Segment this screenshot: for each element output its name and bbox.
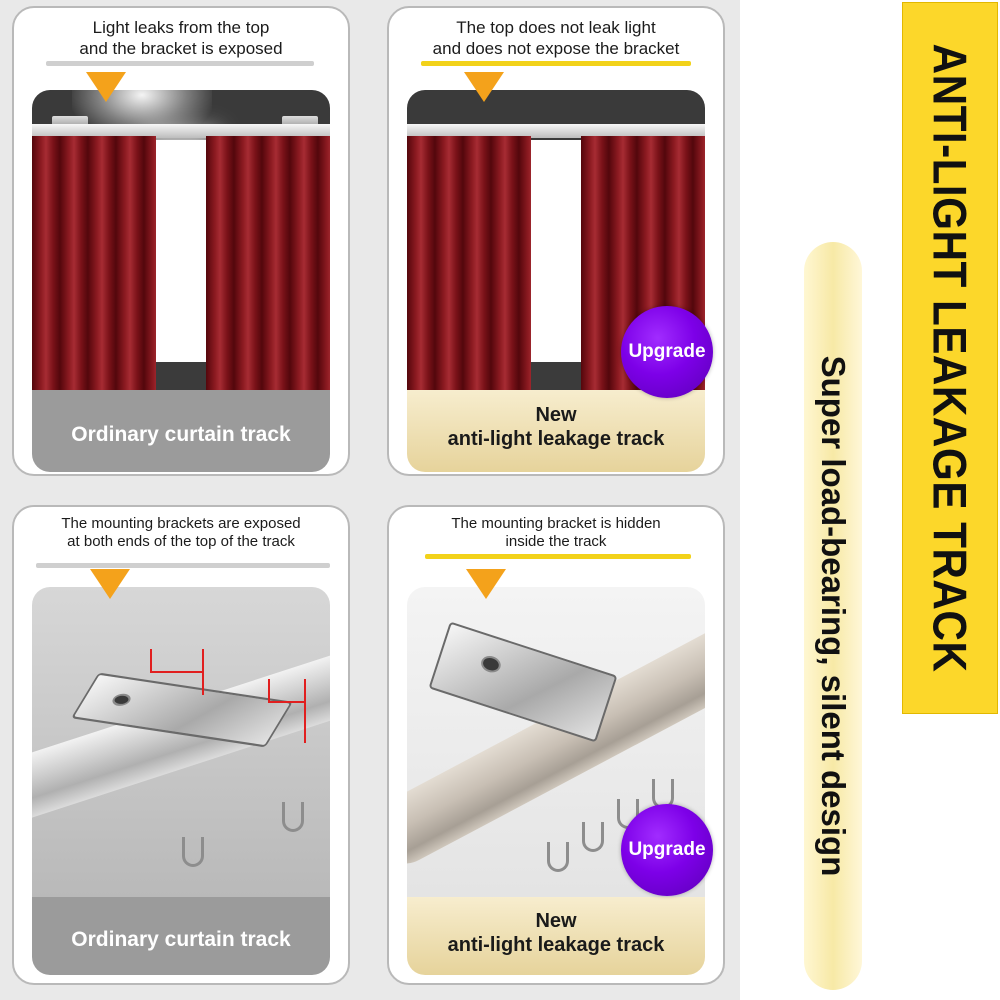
down-triangle-icon (86, 72, 126, 102)
bracket-hole (109, 692, 134, 708)
curtain-rail (407, 124, 705, 138)
headline-text: ANTI-LIGHT LEAKAGE TRACK (923, 43, 977, 673)
tagline-text: Super load-bearing, silent design (815, 355, 852, 877)
track-label-line-2: anti-light leakage track (447, 428, 665, 450)
track-label: Ordinary curtain track (71, 423, 291, 446)
curtain-left (32, 136, 156, 390)
caption-line-2: at both ends of the top of the track (67, 533, 295, 551)
caption-line-2: and does not expose the bracket (432, 38, 680, 58)
headline-banner (902, 2, 998, 714)
curtain-hook (282, 802, 304, 832)
down-triangle-icon (90, 569, 130, 599)
curtain-right (206, 136, 330, 390)
measure-mark (150, 649, 204, 673)
track-label-line-1: New (535, 910, 577, 932)
track-label-line-2: anti-light leakage track (447, 934, 665, 956)
caption-line-1: The top does not leak light (456, 18, 656, 37)
measure-mark (268, 679, 306, 703)
track-label: Ordinary curtain track (71, 928, 291, 951)
new-track-light-card: The top does not leak light and does not… (387, 6, 725, 476)
window-light (529, 140, 583, 362)
card-caption: The mounting bracket is hidden inside th… (389, 515, 723, 552)
caption-underline (425, 554, 691, 559)
card-caption: The top does not leak light and does not… (389, 18, 723, 59)
upgrade-badge-icon: Upgrade (621, 306, 713, 398)
curtain-hook (547, 842, 569, 872)
window-light (154, 140, 208, 362)
caption-line-1: The mounting bracket is hidden (451, 515, 661, 532)
bracket-closeup (32, 587, 330, 897)
caption-line-1: The mounting brackets are exposed (61, 515, 301, 532)
new-track-bracket-card: The mounting bracket is hidden inside th… (387, 505, 725, 985)
caption-line-2: and the bracket is exposed (79, 38, 283, 58)
curtain-hook (182, 837, 204, 867)
track-label-panel: New anti-light leakage track (407, 390, 705, 472)
card-caption: Light leaks from the top and the bracket… (14, 18, 348, 59)
tagline-banner (804, 242, 862, 990)
caption-underline (46, 61, 314, 66)
caption-line-1: Light leaks from the top (92, 18, 270, 37)
measure-line (202, 673, 204, 695)
track-label-panel: Ordinary curtain track (32, 897, 330, 975)
ordinary-track-light-card: Light leaks from the top and the bracket… (12, 6, 350, 476)
track-label-line-1: New (535, 404, 577, 426)
upgrade-badge-icon: Upgrade (621, 804, 713, 896)
curtain-hook (582, 822, 604, 852)
mounting-bracket (428, 621, 618, 743)
bracket-hole (478, 653, 503, 675)
measure-line (304, 703, 306, 743)
track-label-panel: Ordinary curtain track (32, 390, 330, 472)
curtain-rail (32, 124, 330, 138)
track-label-panel: New anti-light leakage track (407, 897, 705, 975)
curtain-left (407, 136, 531, 390)
caption-underline (421, 61, 691, 66)
curtain-illustration (32, 90, 330, 390)
card-caption: The mounting brackets are exposed at bot… (14, 515, 348, 552)
ordinary-track-bracket-card: The mounting brackets are exposed at bot… (12, 505, 350, 985)
caption-underline (36, 563, 330, 568)
down-triangle-icon (464, 72, 504, 102)
caption-line-2: inside the track (505, 533, 607, 551)
down-triangle-icon (466, 569, 506, 599)
